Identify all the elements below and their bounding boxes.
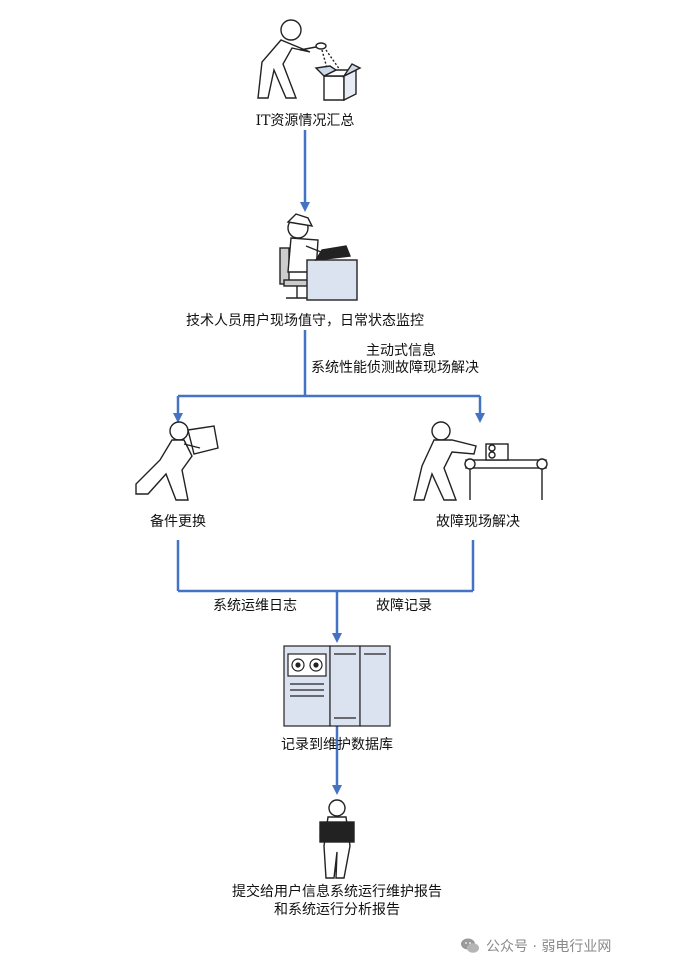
db-label: 记录到维护数据库 <box>281 737 393 753</box>
spare-label: 备件更换 <box>150 514 206 530</box>
fix-label: 故障现场解决 <box>436 514 520 530</box>
workbench-figure-icon <box>413 421 548 501</box>
report-holder-figure-icon <box>319 799 355 879</box>
watermark-text: 公众号 · 弱电行业网 <box>486 939 612 955</box>
report-line2-label: 和系统运行分析报告 <box>274 902 400 918</box>
server-cabinet-icon <box>283 645 391 727</box>
summary-label: IT资源情况汇总 <box>255 113 355 129</box>
report-line1-label: 提交给用户信息系统运行维护报告 <box>232 884 442 900</box>
wechat-icon <box>461 938 479 953</box>
fault-log-label: 故障记录 <box>376 598 432 614</box>
detect-label: 系统性能侦测故障现场解决 <box>311 360 479 376</box>
connectors <box>173 130 485 795</box>
watermark: 公众号 · 弱电行业网 <box>460 936 611 956</box>
technician-desk-icon <box>279 213 358 301</box>
onsite-label: 技术人员用户现场值守，日常状态监控 <box>186 313 424 329</box>
ops-log-label: 系统运维日志 <box>213 598 297 614</box>
carrier-figure-icon <box>135 421 219 501</box>
inspector-figure-icon <box>257 19 362 102</box>
active-info-label: 主动式信息 <box>366 343 436 359</box>
